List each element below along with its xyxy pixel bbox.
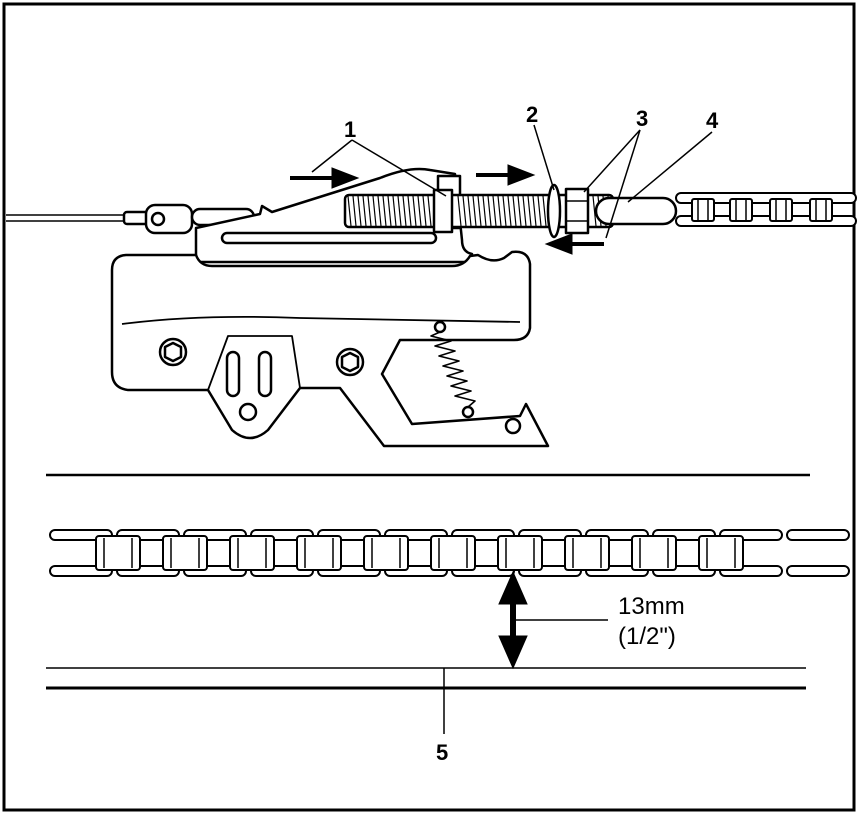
arrow-down	[498, 635, 528, 670]
spring	[430, 331, 476, 408]
chain-link-end	[594, 196, 678, 226]
bottom-chain	[49, 529, 850, 577]
callout-2: 2	[526, 102, 538, 127]
callout-5: 5	[436, 740, 448, 765]
arrow-left	[544, 233, 573, 255]
leader-lines	[311, 124, 713, 239]
spring-pin-bottom	[461, 405, 475, 419]
trolley-slot	[220, 231, 438, 245]
callout-1: 1	[344, 117, 356, 142]
trolley-assembly	[6, 167, 678, 264]
outer-nut	[564, 187, 590, 235]
spring-pin-top	[433, 320, 447, 334]
inner-nut	[432, 188, 454, 234]
callout-3: 3	[636, 106, 648, 131]
top-chain	[675, 192, 857, 227]
outer-trolley	[110, 250, 550, 448]
arrow-right-2	[507, 164, 536, 186]
arrow-right-1	[331, 167, 360, 189]
slot-right	[257, 350, 273, 398]
measurement-imperial: (1/2")	[618, 623, 676, 650]
slot-left	[225, 350, 241, 398]
lever-hole	[504, 417, 522, 435]
trolley-housing	[110, 250, 550, 448]
washer	[546, 183, 562, 239]
rivet	[238, 402, 258, 422]
gap-double-arrow	[498, 570, 608, 670]
measurement-metric: 13mm	[618, 593, 685, 620]
arrow-up	[498, 570, 528, 605]
direction-arrows	[290, 164, 604, 255]
callout-4: 4	[706, 108, 719, 133]
